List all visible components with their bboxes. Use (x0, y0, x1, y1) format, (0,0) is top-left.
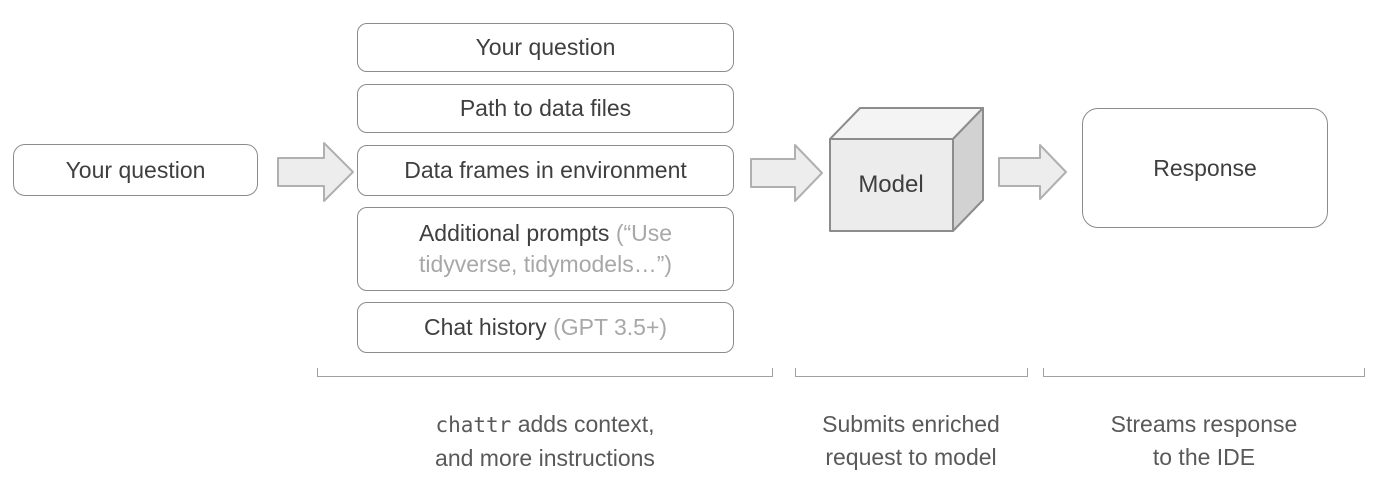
right-arrow-icon (276, 140, 356, 209)
stack-box-text: Additional prompts (“Use tidyverse, tidy… (374, 218, 717, 280)
right-arrow-icon (997, 142, 1069, 207)
caption-submits-enriched: Submits enriched request to model (751, 408, 1071, 474)
model-cube-icon (829, 106, 985, 238)
your-question-box: Your question (13, 144, 258, 196)
stack-box-label: Path to data files (459, 95, 632, 121)
stack-box-label: Additional prompts (418, 220, 610, 246)
response-box: Response (1082, 108, 1328, 228)
stack-box-note: (“Use tidyverse, tidymodels…”) (418, 220, 673, 277)
stack-box-note: (GPT 3.5+) (553, 314, 668, 340)
right-arrow-icon (749, 142, 825, 209)
stack-box-label: Your question (475, 34, 616, 60)
caption-line1: Streams response (1110, 411, 1298, 437)
stack-box-path-to-data-files: Path to data files (357, 84, 734, 133)
stack-box-additional-prompts: Additional prompts (“Use tidyverse, tidy… (357, 207, 734, 291)
your-question-label: Your question (65, 156, 206, 183)
caption-line1: Submits enriched (822, 411, 1000, 437)
caption-line2: request to model (825, 444, 997, 470)
stack-box-label: Chat history (423, 314, 547, 340)
caption-line2: to the IDE (1152, 444, 1256, 470)
caption-streams-response: Streams response to the IDE (1044, 408, 1364, 474)
model-label: Model (858, 170, 924, 198)
chattr-code-text: chattr (435, 413, 512, 437)
stack-box-chat-history: Chat history (GPT 3.5+) (357, 302, 734, 353)
stack-box-label: Data frames in environment (404, 157, 687, 183)
response-group-bracket (1043, 368, 1365, 377)
stack-box-data-frames: Data frames in environment (357, 145, 734, 196)
stack-box-text: Chat history (GPT 3.5+) (424, 312, 667, 343)
caption-line2: and more instructions (435, 445, 655, 471)
model-group-bracket (795, 368, 1028, 377)
stack-box-your-question: Your question (357, 23, 734, 72)
caption-chattr-adds-context: chattr adds context, and more instructio… (385, 408, 705, 475)
caption-line1-rest: adds context, (517, 411, 655, 437)
context-group-bracket (317, 368, 773, 377)
response-label: Response (1153, 154, 1257, 181)
